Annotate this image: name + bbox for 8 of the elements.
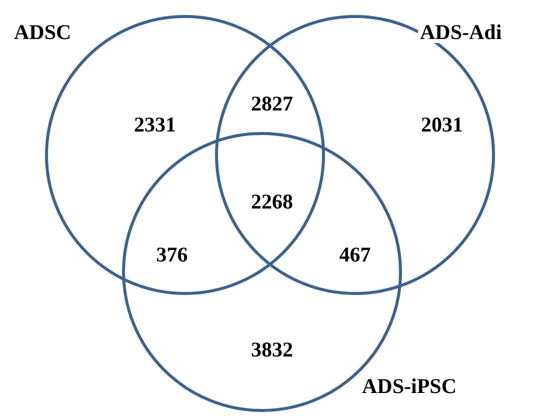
count-label: 467 [339,244,371,266]
set-label: ADS-Adi [418,22,504,43]
count-label: 2331 [134,114,176,136]
count-label: 2827 [251,94,293,114]
count-label: 2268 [251,192,293,212]
count-label: 2031 [421,114,463,136]
count-label: 376 [156,244,188,266]
count-label: 3832 [251,340,293,360]
